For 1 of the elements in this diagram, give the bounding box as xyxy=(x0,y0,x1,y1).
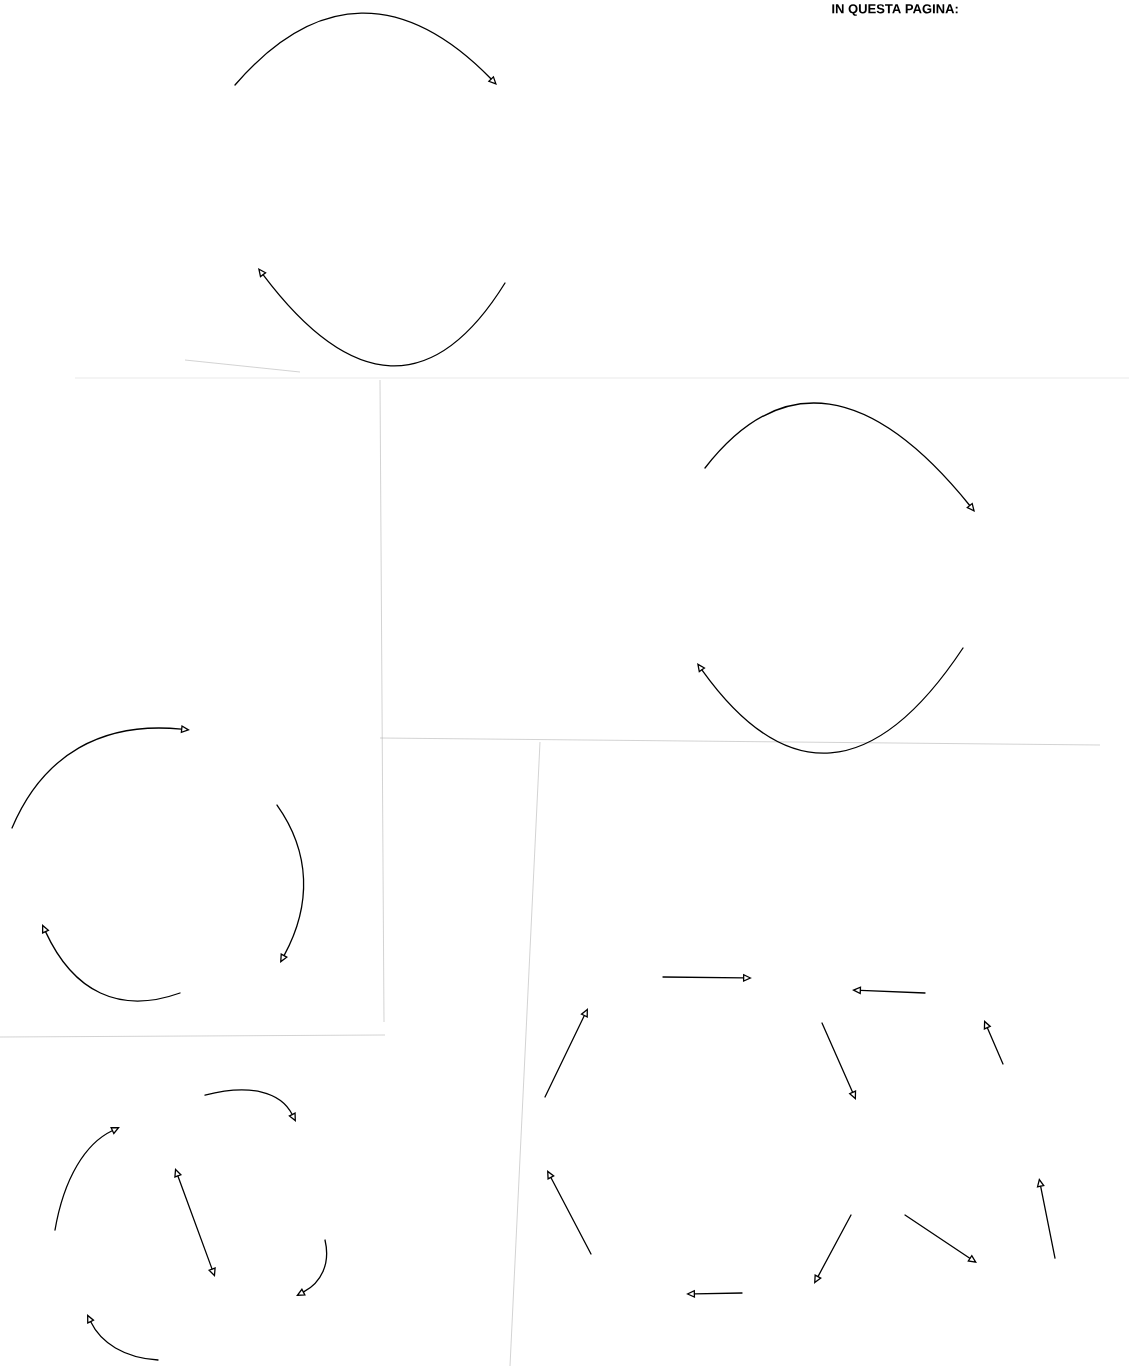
handwritten-note: IN QUESTA PAGINA: xyxy=(832,4,958,16)
